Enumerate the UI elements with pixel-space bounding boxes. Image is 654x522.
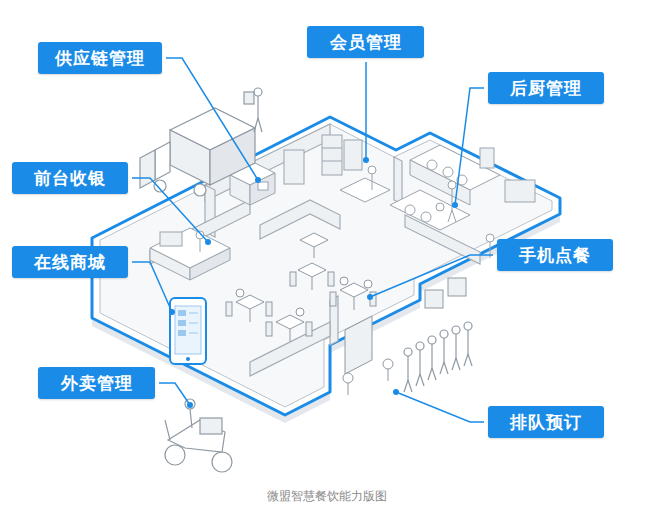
feature-label: 手机点餐 bbox=[497, 239, 613, 271]
leader-lines bbox=[132, 58, 493, 422]
feature-label: 排队预订 bbox=[488, 406, 604, 438]
label-text: 外卖管理 bbox=[61, 372, 133, 395]
member-office bbox=[284, 135, 390, 202]
label-text: 后厨管理 bbox=[510, 77, 582, 100]
label-text: 供应链管理 bbox=[55, 47, 145, 70]
label-text: 前台收银 bbox=[34, 167, 106, 190]
leader-dots bbox=[169, 157, 458, 408]
floor-plan bbox=[92, 117, 560, 415]
label-text: 在线商城 bbox=[34, 251, 106, 274]
feature-label: 后厨管理 bbox=[488, 72, 604, 104]
cashier-counter bbox=[150, 228, 230, 280]
interior-walls bbox=[150, 124, 480, 376]
feature-label: 前台收银 bbox=[12, 162, 128, 194]
label-text: 会员管理 bbox=[330, 31, 402, 54]
feature-label: 供应链管理 bbox=[38, 42, 162, 74]
queue-people bbox=[404, 322, 472, 392]
feature-label: 外卖管理 bbox=[38, 367, 155, 399]
feature-label: 会员管理 bbox=[307, 26, 424, 58]
scooter bbox=[165, 399, 232, 472]
label-text: 手机点餐 bbox=[519, 244, 591, 267]
feature-label: 在线商城 bbox=[12, 246, 128, 278]
phone-icon bbox=[170, 298, 206, 364]
label-text: 排队预订 bbox=[510, 411, 582, 434]
delivery-truck bbox=[140, 88, 262, 196]
entrance bbox=[343, 278, 466, 395]
caption-text: 微盟智慧餐饮能力版图 bbox=[0, 488, 654, 505]
